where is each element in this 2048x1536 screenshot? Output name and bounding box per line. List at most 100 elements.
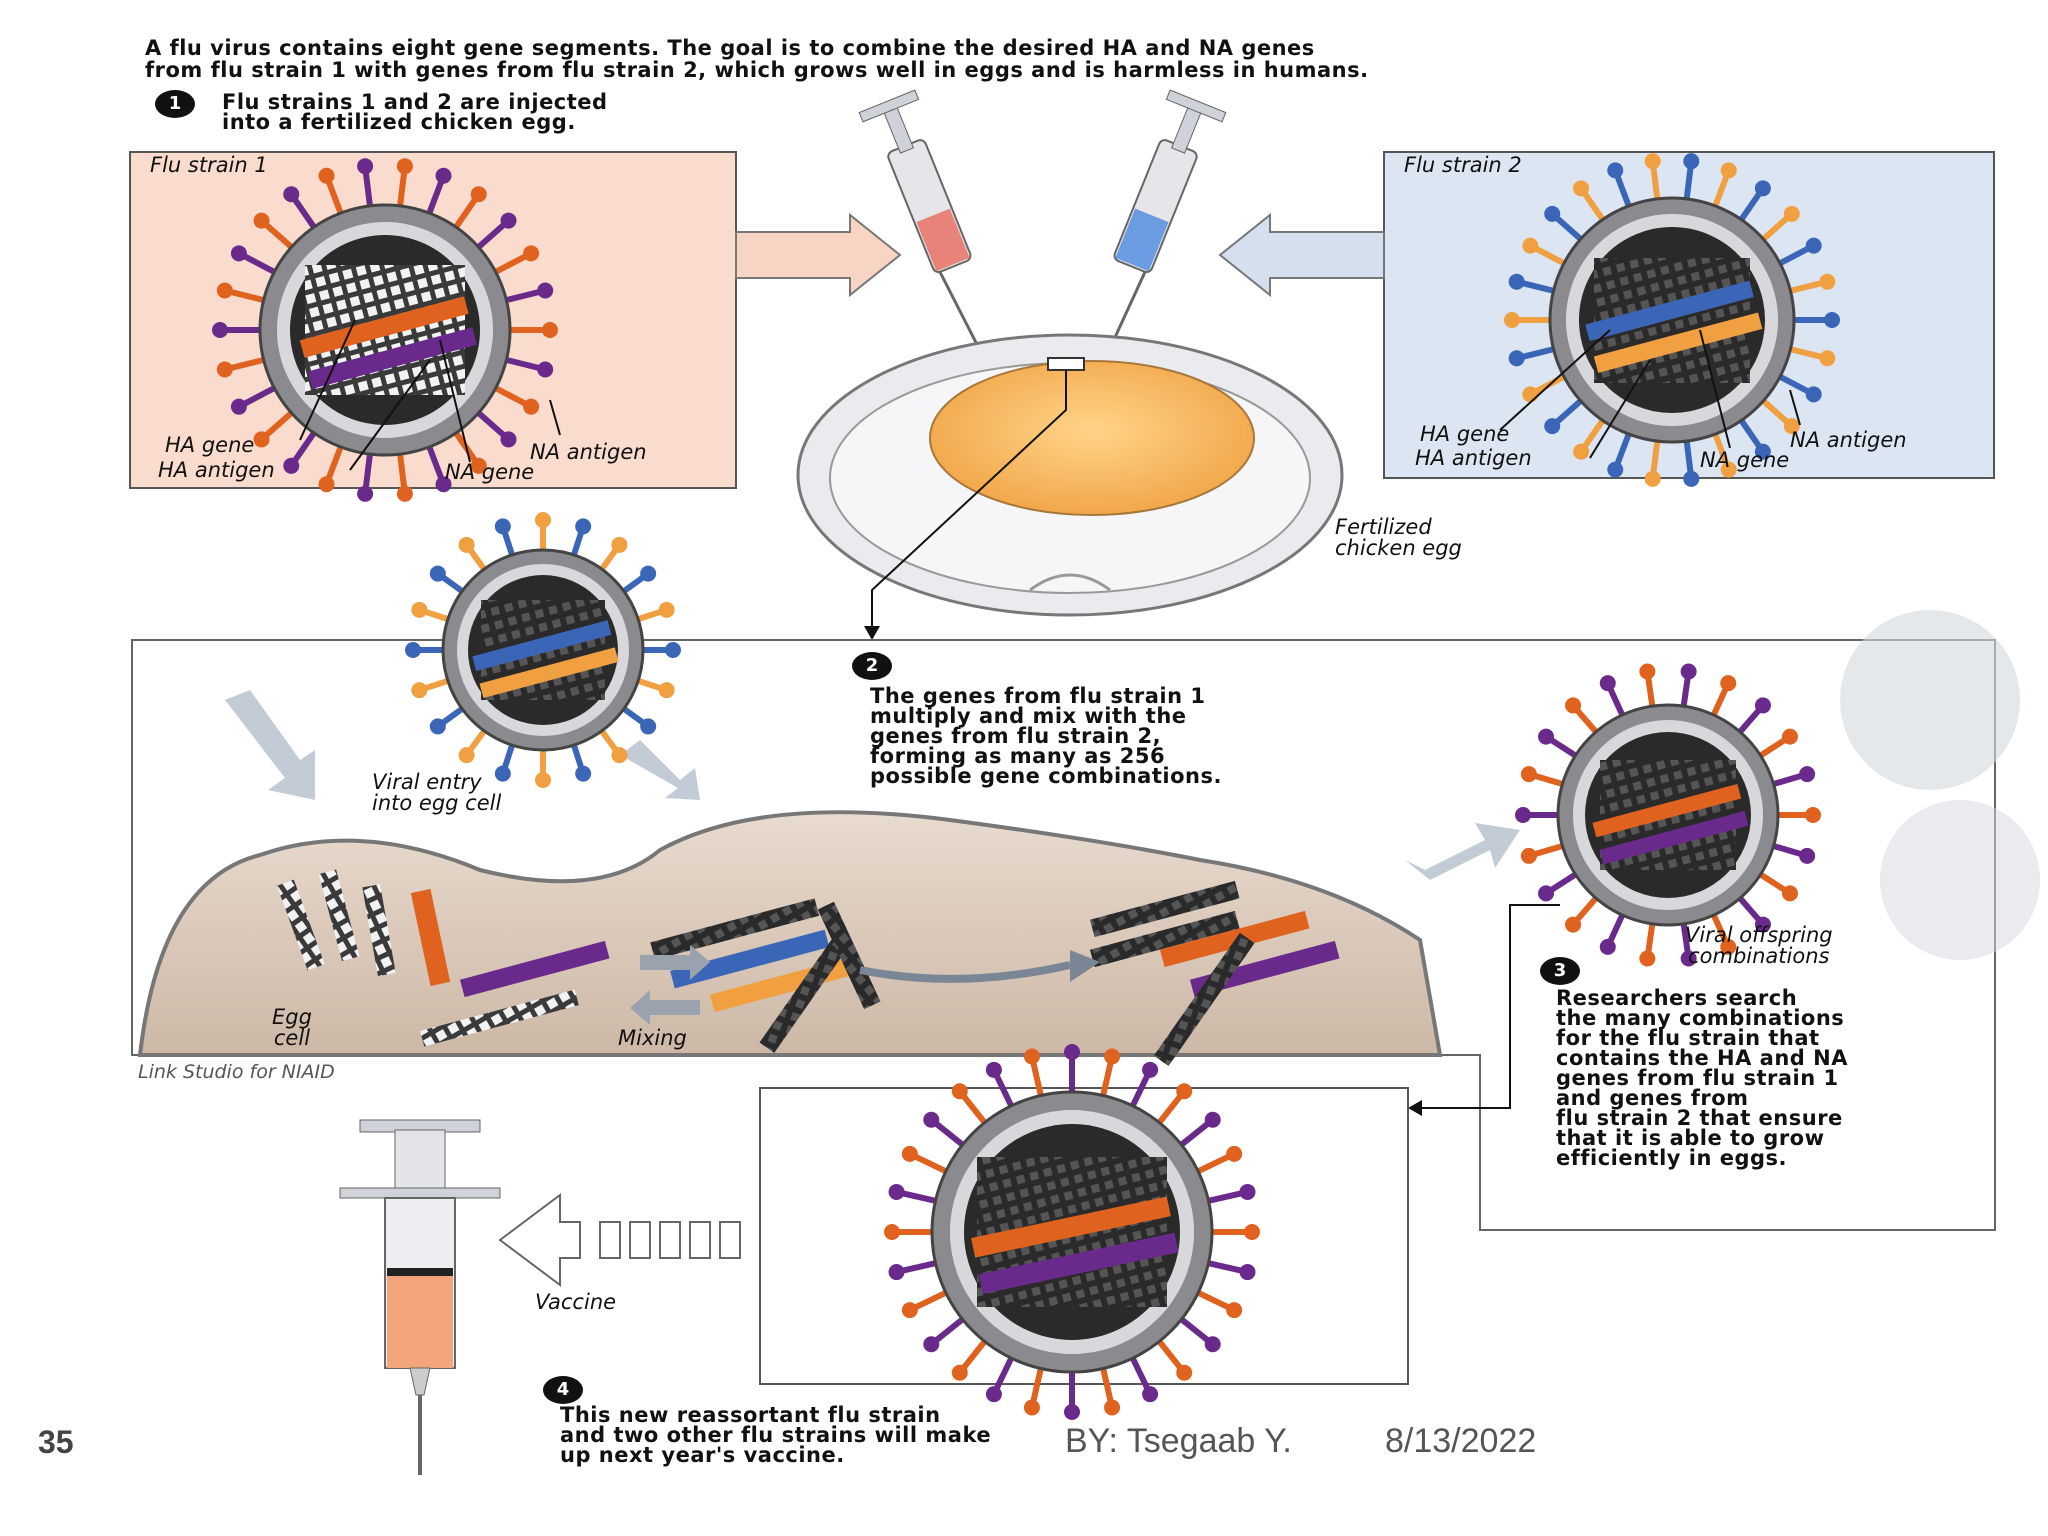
spike-tip — [1783, 205, 1800, 222]
spike-tip — [318, 167, 335, 184]
spike-tip — [1683, 470, 1700, 487]
spike-tip — [458, 536, 475, 553]
spike-tip — [470, 457, 487, 474]
spike-tip — [1680, 663, 1697, 680]
offspring-arrow-icon — [1405, 823, 1520, 880]
spike-tip — [1226, 1302, 1243, 1319]
spike-tip — [1064, 1044, 1080, 1060]
step-line: up next year's vaccine. — [560, 1443, 845, 1467]
spike-tip — [611, 747, 628, 764]
spike-tip — [1226, 1145, 1243, 1162]
spike-tip — [1781, 885, 1798, 902]
spike-tip — [357, 158, 374, 175]
strain2-callouts — [1499, 329, 1801, 459]
spike-tip — [1522, 237, 1539, 254]
spike-tip — [1720, 162, 1737, 179]
spike-tip — [1142, 1061, 1159, 1078]
spike-tip — [523, 245, 540, 262]
spike-tip — [1720, 675, 1737, 692]
spike-tip — [1023, 1048, 1040, 1065]
spike-tip — [923, 1336, 940, 1353]
step-line: contains the HA and NA — [1556, 1046, 1848, 1070]
step1-number: 1 — [155, 90, 195, 118]
spike-tip — [405, 642, 421, 658]
spike-tip — [611, 536, 628, 553]
spike-group — [884, 1044, 1260, 1420]
step-line: This new reassortant flu strain — [560, 1403, 941, 1427]
strain2-ha-antigen: HA antigen — [1415, 446, 1532, 470]
spike-tip — [575, 765, 592, 782]
step-line: and genes from — [1556, 1086, 1749, 1110]
spike-tip — [1754, 916, 1771, 933]
spike-group — [405, 512, 681, 788]
step2-number: 2 — [852, 652, 892, 680]
step-line: and two other flu strains will make — [560, 1423, 992, 1447]
spike-tip — [923, 1111, 940, 1128]
offspring-label: Viral offspring combinations — [1685, 925, 1833, 967]
spike-tip — [535, 772, 551, 788]
spike-group — [212, 158, 558, 502]
spike-tip — [1520, 766, 1537, 783]
spike-tip — [1805, 237, 1822, 254]
label-line: Viral entry — [372, 770, 482, 794]
step-line: efficiently in eggs. — [1556, 1146, 1788, 1170]
intro-line: A flu virus contains eight gene segments… — [145, 36, 1315, 60]
spike-tip — [1644, 153, 1661, 170]
strain1-title: Flu strain 1 — [150, 153, 268, 177]
spike-tip — [1176, 1364, 1193, 1381]
spike-tip — [1244, 1224, 1260, 1240]
label-line: into egg cell — [372, 791, 502, 815]
label-line: cell — [273, 1026, 311, 1050]
egg-label: Fertilized chicken egg — [1335, 517, 1462, 559]
spike-tip — [658, 682, 675, 699]
spike-tip — [283, 186, 300, 203]
spike-tip — [1683, 153, 1700, 170]
spike-tip — [1023, 1399, 1040, 1416]
virus-selected-icon — [884, 1044, 1260, 1420]
spike-tip — [500, 212, 517, 229]
step-line: flu strain 2 that ensure — [1556, 1106, 1843, 1130]
vaccine-syringe-icon — [339, 1119, 501, 1475]
spike-tip — [888, 1264, 905, 1281]
spike-tip — [1720, 461, 1737, 478]
strain1-na-antigen: NA antigen — [530, 440, 647, 464]
arrow-strain2-icon — [1218, 212, 1385, 298]
spike-tip — [216, 361, 233, 378]
spike-tip — [1783, 418, 1800, 435]
virus-faded-icon — [1880, 800, 2040, 960]
spike-tip — [1204, 1336, 1221, 1353]
spike-tip — [665, 642, 681, 658]
step1-text: Flu strains 1 and 2 are injected into a … — [222, 92, 608, 134]
spike-tip — [411, 682, 428, 699]
spike-tip — [1565, 916, 1582, 933]
arrow-strain1-icon — [735, 212, 902, 298]
step-line: multiply and mix with the — [870, 704, 1187, 728]
credit-label: Link Studio for NIAID — [138, 1061, 335, 1083]
spike-tip — [1522, 386, 1539, 403]
spike-tip — [1824, 312, 1840, 328]
step-line: into a fertilized chicken egg. — [222, 110, 576, 134]
label-line: chicken egg — [1335, 536, 1462, 560]
spike-tip — [575, 518, 592, 535]
step-line: genes from flu strain 1 — [1556, 1066, 1839, 1090]
spike-tip — [411, 601, 428, 618]
spike-tip — [1607, 162, 1624, 179]
strain2-na-antigen: NA antigen — [1790, 428, 1907, 452]
step-line: forming as many as 256 — [870, 744, 1166, 768]
spike-tip — [357, 485, 374, 502]
spike-tip — [1639, 950, 1656, 967]
spike-tip — [253, 431, 270, 448]
viral-entry-arrows-icon — [225, 690, 700, 800]
spike-tip — [542, 322, 558, 338]
strain2-title: Flu strain 2 — [1404, 153, 1522, 177]
syringe-strain2-icon — [1098, 89, 1227, 371]
spike-tip — [212, 322, 228, 338]
arrow-to-vaccine-icon — [498, 1193, 741, 1287]
step3-arrow-icon — [1408, 1100, 1422, 1116]
spike-tip — [1781, 728, 1798, 745]
spike-tip — [1538, 885, 1555, 902]
spike-tip — [230, 245, 247, 262]
spike-tip — [435, 476, 452, 493]
spike-tip — [888, 1183, 905, 1200]
strain1-ha-gene: HA gene — [165, 433, 255, 457]
